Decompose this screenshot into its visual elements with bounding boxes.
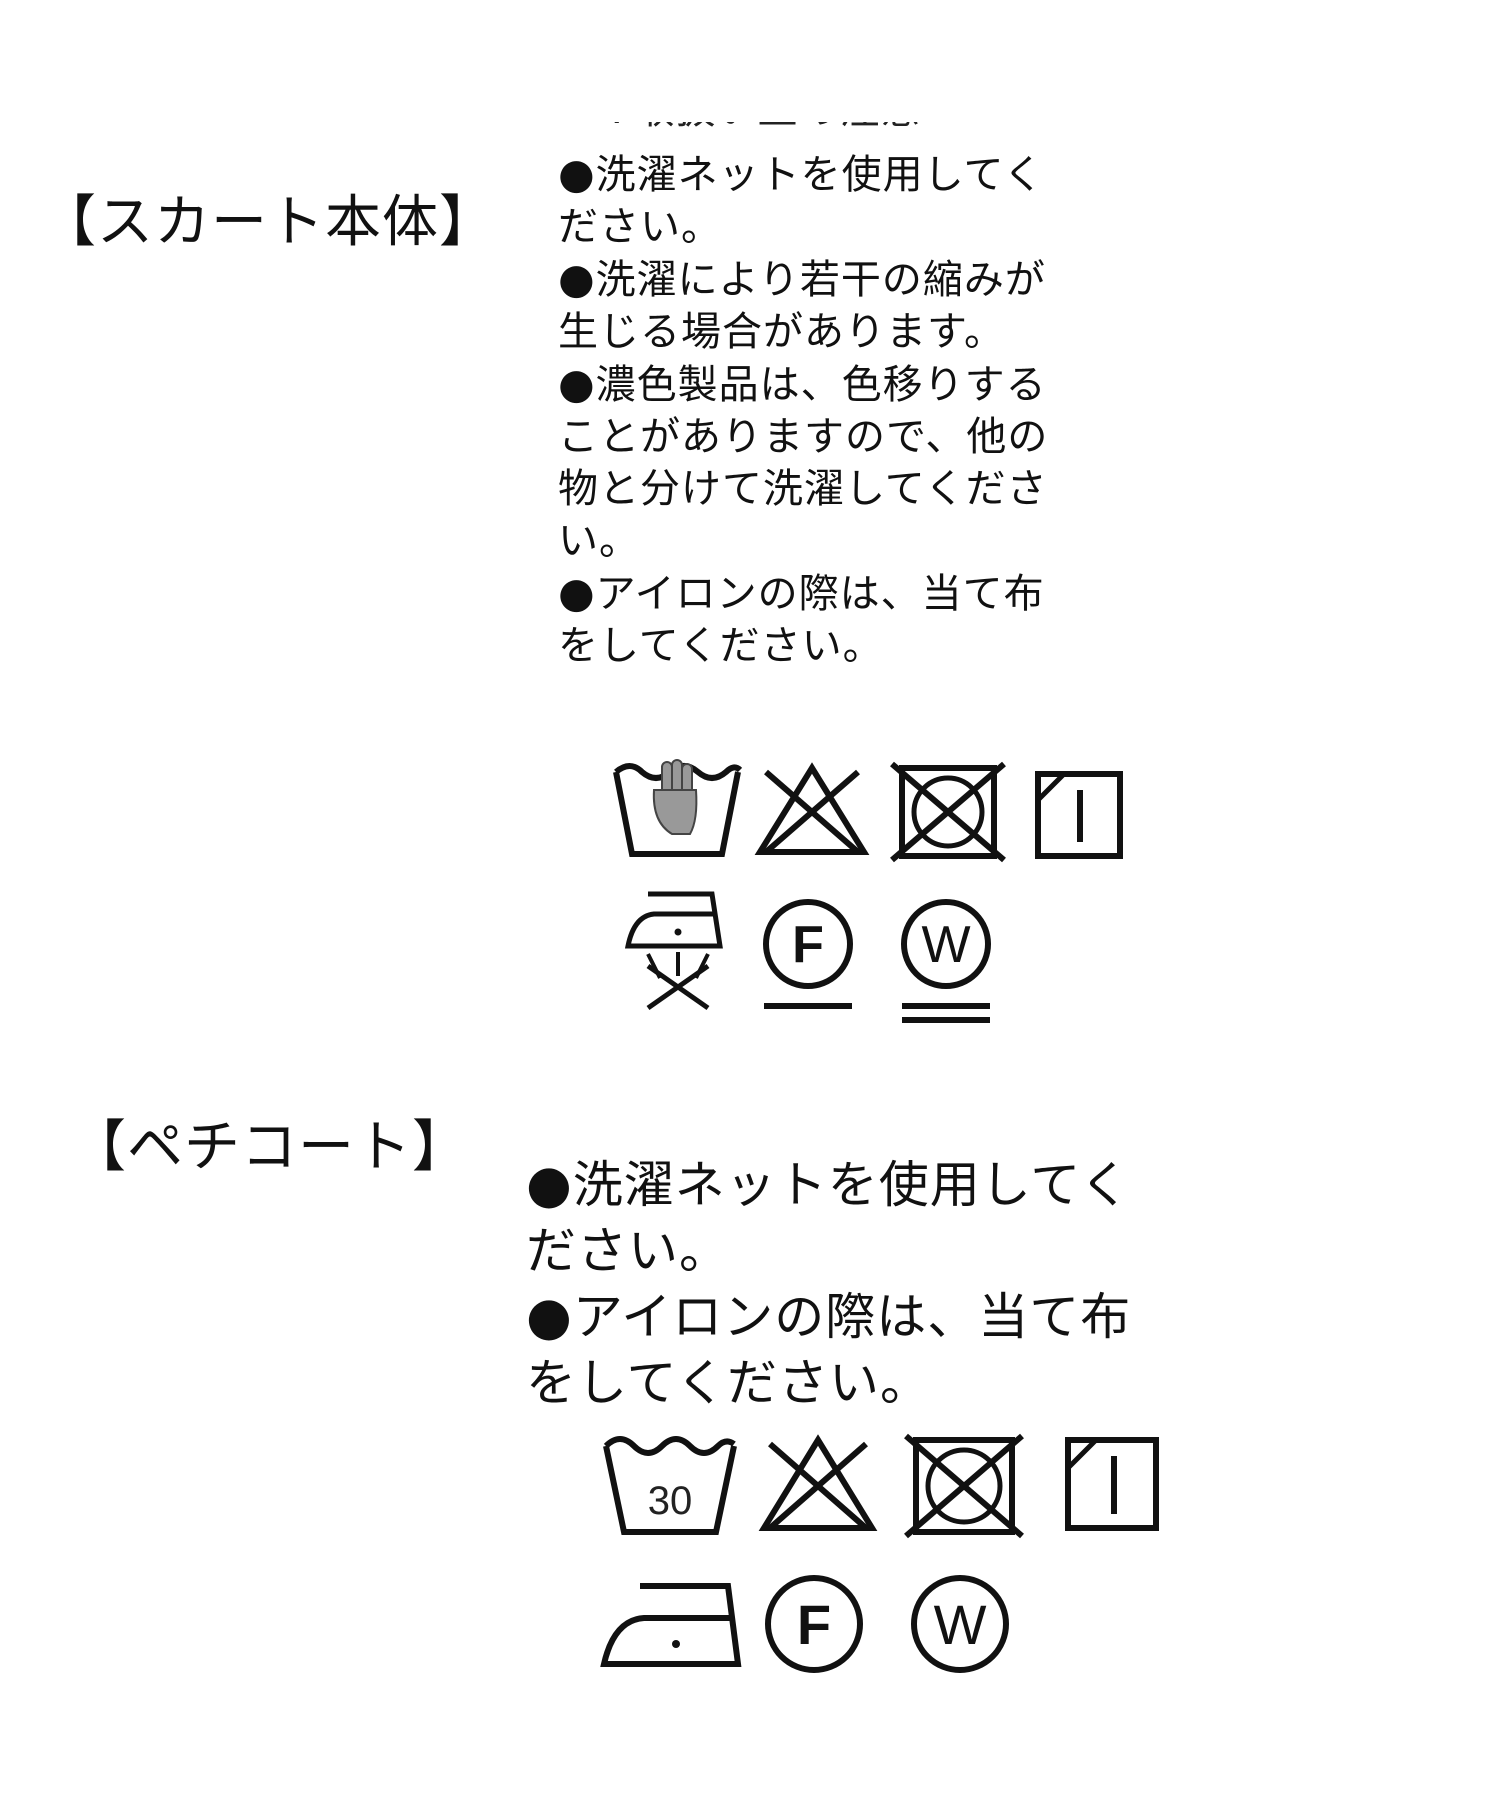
heading-skirt: 【スカート本体】 [40, 190, 496, 255]
care-note: ●濃色製品は、色移りする ことがありますので、他の 物と分けて洗濯してくださ い… [558, 359, 1049, 564]
wet-clean-letter: W [921, 916, 970, 974]
no-bleach-icon [754, 762, 870, 855]
care-notes-petticoat: ●洗濯ネットを使用してく ださい。 ●アイロンの際は、当て布 をしてください。 [526, 1152, 1266, 1416]
hand-wash-icon [613, 759, 743, 857]
iron-low-icon [600, 1583, 742, 1667]
no-tumble-dry-icon [904, 1433, 1024, 1539]
no-tumble-dry-icon [890, 761, 1006, 863]
dry-clean-letter: F [797, 1593, 831, 1656]
dry-clean-f-icon: F [765, 1575, 863, 1673]
iron-low-no-steam-icon [624, 891, 723, 1011]
dry-clean-letter: F [792, 916, 824, 974]
care-note: ●洗濯により若干の縮みが 生じる場合があります。 [558, 254, 1046, 355]
cut-off-text: ※取扱い上の注意 [600, 122, 1080, 144]
care-notes-skirt: ●洗濯ネットを使用してく ださい。 ●洗濯により若干の縮みが 生じる場合がありま… [558, 148, 1118, 672]
care-note: ●アイロンの際は、当て布 をしてください。 [526, 1286, 1132, 1412]
line-dry-shade-icon [1035, 771, 1123, 859]
care-note: ●洗濯ネットを使用してく ださい。 [526, 1154, 1131, 1280]
wash-30-icon: 30 [603, 1436, 737, 1535]
no-bleach-icon [758, 1434, 878, 1531]
dry-clean-f-gentle-icon: F [763, 899, 853, 1009]
wet-clean-w-very-gentle-icon: W [901, 899, 991, 1023]
wash-temperature: 30 [648, 1479, 693, 1523]
wet-clean-w-icon: W [911, 1575, 1009, 1673]
line-dry-shade-icon [1065, 1437, 1159, 1531]
care-note: ●洗濯ネットを使用してく ださい。 [558, 149, 1045, 250]
care-note: ●アイロンの際は、当て布 をしてください。 [558, 568, 1045, 669]
heading-petticoat: 【ペチコート】 [70, 1115, 469, 1180]
wet-clean-letter: W [934, 1593, 987, 1656]
